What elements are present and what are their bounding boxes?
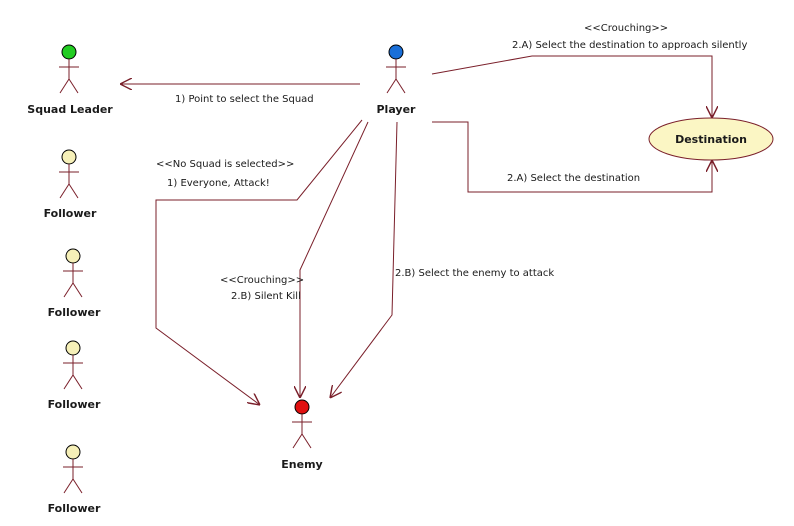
stick-figure-icon [63, 459, 83, 494]
stick-figure-icon [63, 355, 83, 390]
stereotype-no-squad: <<No Squad is selected>> [156, 159, 294, 170]
actor-head [388, 44, 404, 60]
usecase-destination[interactable]: Destination [648, 117, 774, 161]
actor-head [65, 444, 81, 460]
actor-name: Player [377, 103, 417, 116]
stick-figure-icon [59, 59, 79, 94]
actor-name: Follower [48, 306, 101, 319]
actor-head [65, 248, 81, 264]
actor-follower-3[interactable]: Follower [48, 340, 101, 411]
stick-figure-icon [292, 414, 312, 449]
actor-follower-1[interactable]: Follower [44, 149, 97, 220]
label-enemy-attack: 2.B) Select the enemy to attack [395, 268, 554, 279]
actor-name: Follower [48, 502, 101, 515]
stereotype-crouching-approach: <<Crouching>> [584, 23, 668, 34]
actor-head [294, 399, 310, 415]
actor-squad-leader[interactable]: Squad Leader [27, 44, 113, 116]
actor-head [61, 149, 77, 165]
usecase-ellipse [648, 117, 774, 161]
label-select-squad: 1) Point to select the Squad [175, 94, 314, 105]
stick-figure-icon [63, 263, 83, 298]
stick-figure-icon [59, 164, 79, 199]
connector-everyone-attack[interactable] [155, 119, 363, 405]
actor-enemy[interactable]: Enemy [281, 399, 323, 471]
actor-name: Squad Leader [27, 103, 113, 116]
actor-name: Follower [44, 207, 97, 220]
actor-head [65, 340, 81, 356]
actor-name: Follower [48, 398, 101, 411]
stereotype-crouching-silent-kill: <<Crouching>> [220, 275, 304, 286]
label-everyone-attack: 1) Everyone, Attack! [167, 178, 270, 189]
stick-figure-icon [386, 59, 406, 94]
connector-silent-kill[interactable] [300, 121, 369, 398]
actor-follower-4[interactable]: Follower [48, 444, 101, 515]
connector-enemy-attack[interactable] [330, 121, 398, 398]
actor-name: Enemy [281, 458, 322, 471]
label-select-destination: 2.A) Select the destination [507, 173, 640, 184]
connector-approach-silently[interactable] [431, 55, 712, 118]
actor-follower-2[interactable]: Follower [48, 248, 101, 319]
usecase-label: Destination [675, 133, 747, 146]
label-approach-silently: 2.A) Select the destination to approach … [512, 40, 747, 51]
actor-player[interactable]: Player [377, 44, 417, 116]
connector-select-destination[interactable] [432, 121, 712, 193]
actor-head [61, 44, 77, 60]
label-silent-kill: 2.B) Silent Kill [231, 291, 301, 302]
